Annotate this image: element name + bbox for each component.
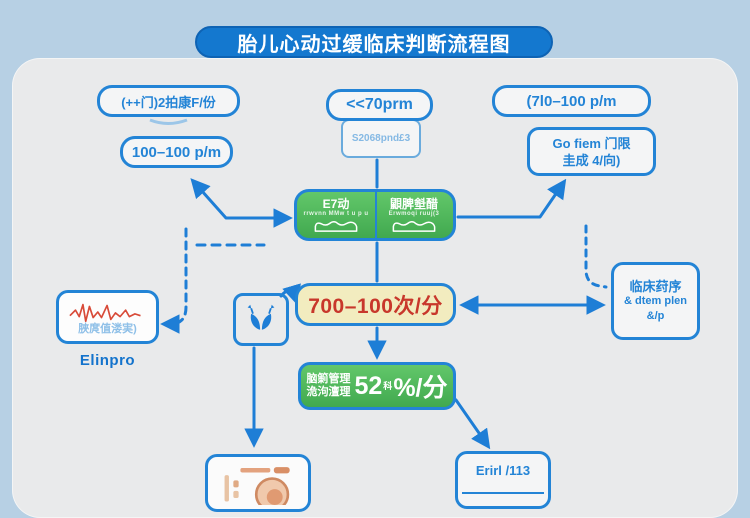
node-rate-range-label: 700–100次/分 <box>308 294 443 318</box>
node-top-center-sub-label: S2068pnd£3 <box>351 133 411 144</box>
monitor-left-cell: E7动 rrwvnn MMw t u p u <box>297 192 375 238</box>
ecg-waveform-icon <box>68 303 141 323</box>
node-top-center-sub: S2068pnd£3 <box>341 119 421 158</box>
fetus-illustration <box>224 467 290 505</box>
clinical-line3: &/p <box>646 309 665 322</box>
monitor-right-title: 鼰脾㙦醋 <box>389 196 438 211</box>
page-title: 胎儿心动过缓临床判断流程图 <box>195 26 553 58</box>
node-right-threshold-line2: 圭成 4/向) <box>562 152 621 168</box>
node-top-left: (++门)2拍康F/份 <box>97 85 240 117</box>
management-value: 52 科 %/分 <box>354 368 447 404</box>
node-left-rate: 100–100 p/m <box>120 136 233 168</box>
node-monitor: E7动 rrwvnn MMw t u p u 鼰脾㙦醋 Erwmoqi ruuj… <box>294 189 456 241</box>
wave-strip-icon <box>392 220 436 232</box>
clinical-line2: & dtem plen <box>624 294 687 307</box>
node-top-right-label: (7l0–100 p/m <box>526 92 617 110</box>
monitor-right-caption: Erwmoqi ruuj(3 <box>388 210 440 217</box>
monitor-left-caption: rrwvnn MMw t u p u <box>303 210 369 217</box>
node-top-right: (7l0–100 p/m <box>492 85 651 117</box>
node-ecg: 脥庹值溇実) <box>56 290 159 344</box>
node-outcome-label: Erirl /113 <box>475 463 531 478</box>
management-line2: 洈泃澶理 <box>306 386 351 398</box>
node-top-left-label: (++门)2拍康F/份 <box>121 94 216 110</box>
node-outcome: Erirl /113 <box>455 451 551 509</box>
node-right-threshold-line1: Go fiem 门限 <box>552 135 631 151</box>
management-lines: 脑箣管理 洈泃澶理 <box>306 373 350 399</box>
ecg-inner: 脥庹值溇実) <box>63 299 153 335</box>
monitor-divider <box>375 192 377 238</box>
node-management: 脑箣管理 洈泃澶理 52 科 %/分 <box>298 362 456 410</box>
sprout-icon <box>247 304 275 330</box>
node-clinical: 临床荮序 & dtem plen &/p <box>611 262 700 340</box>
monitor-right-cell: 鼰脾㙦醋 Erwmoqi ruuj(3 <box>375 192 453 238</box>
node-sprout <box>233 293 289 346</box>
node-top-center: <<70prm <box>326 89 433 121</box>
node-top-center-label: <<70prm <box>346 96 413 113</box>
node-left-rate-label: 100–100 p/m <box>131 143 222 161</box>
management-value-prefix: 52 <box>354 371 383 400</box>
ecg-caption: 脥庹值溇実) <box>78 323 137 335</box>
clinical-line1: 临床荮序 <box>629 278 682 294</box>
node-rate-range: 700–100次/分 <box>295 283 456 326</box>
monitor-left-title: E7动 <box>322 196 350 211</box>
flowchart-page: { "title": "胎儿心动过缓临床判断流程图", "colors": { … <box>12 26 738 518</box>
ecg-label: Elinpro <box>79 352 136 369</box>
management-line1: 脑箣管理 <box>306 373 351 385</box>
wave-strip-icon <box>314 220 358 232</box>
management-value-small: 科 <box>383 380 393 391</box>
outcome-divider <box>462 492 544 494</box>
node-right-threshold: Go fiem 门限 圭成 4/向) <box>527 127 656 176</box>
management-value-suffix: %/分 <box>393 374 448 402</box>
page-title-text: 胎儿心动过缓临床判断流程图 <box>237 33 511 56</box>
node-fetus <box>205 454 311 512</box>
